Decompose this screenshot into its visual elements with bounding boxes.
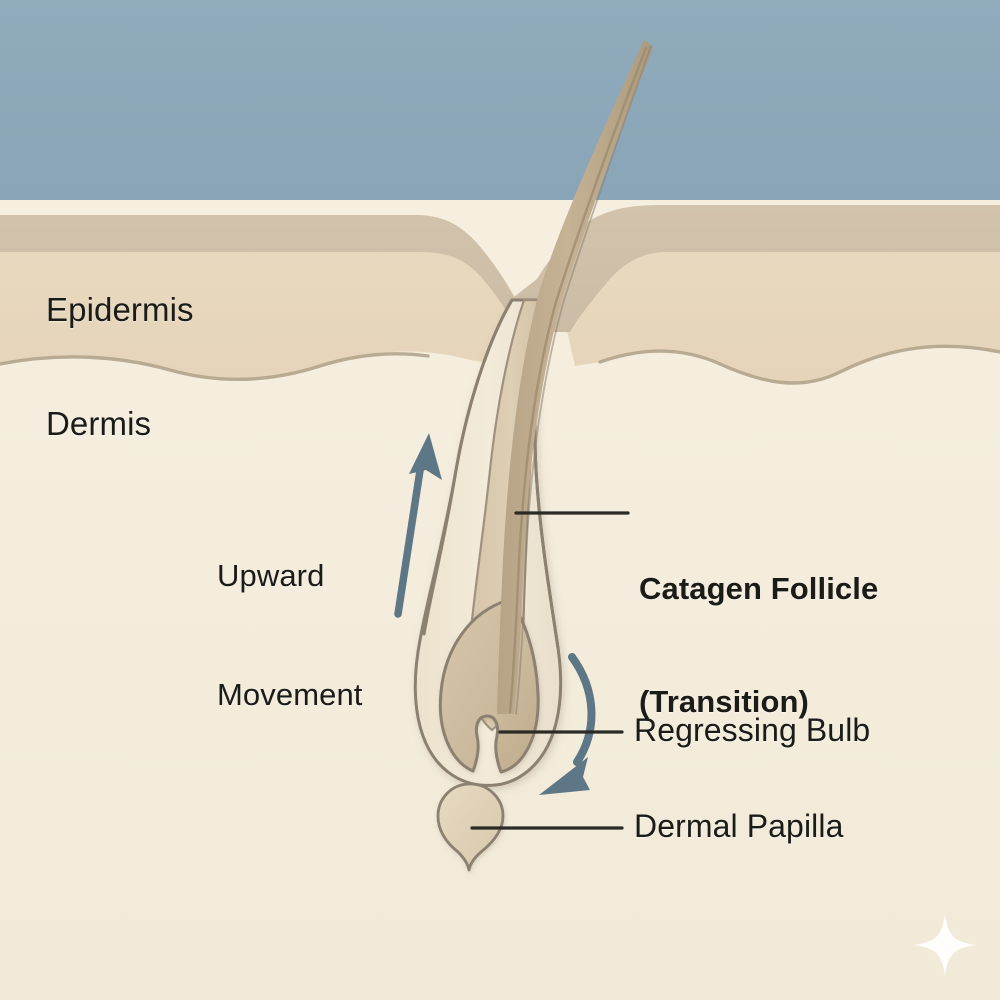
dermo-epidermal-junction-right	[598, 344, 1000, 385]
label-dermal-papilla: Dermal Papilla	[634, 808, 844, 844]
layer-stratum-corneum	[0, 205, 1000, 332]
upward-movement-arrow	[394, 433, 442, 618]
sparkle-icon	[914, 914, 976, 976]
label-regressing-bulb: Regressing Bulb	[634, 712, 871, 748]
hair-shaft-core	[508, 46, 648, 714]
label-catagen-line1: Catagen Follicle	[639, 570, 879, 606]
label-catagen-line2: (Transition)	[639, 684, 809, 720]
curved-arrow-head	[539, 757, 590, 795]
label-upward-movement: Upward Movement	[217, 477, 363, 794]
label-upward-line1: Upward	[217, 558, 325, 594]
upward-arrow-head	[409, 433, 442, 480]
hair-shaft-edge	[515, 45, 652, 715]
dermo-epidermal-junction	[0, 352, 430, 382]
hair-follicle-group	[413, 40, 653, 872]
label-epidermis: Epidermis	[46, 291, 194, 328]
label-dermis: Dermis	[46, 405, 152, 442]
follicle-wall-left	[422, 298, 514, 636]
dermal-papilla	[436, 782, 505, 872]
bulb-notch	[475, 714, 499, 738]
hair-shaft	[497, 40, 653, 714]
label-upward-line2: Movement	[217, 677, 363, 713]
regression-curved-arrow	[539, 653, 596, 795]
layer-sky	[0, 0, 1000, 222]
curved-arrow-shaft	[568, 653, 596, 766]
upward-arrow-shaft	[394, 460, 425, 618]
label-catagen-follicle: Catagen Follicle (Transition)	[639, 494, 878, 797]
